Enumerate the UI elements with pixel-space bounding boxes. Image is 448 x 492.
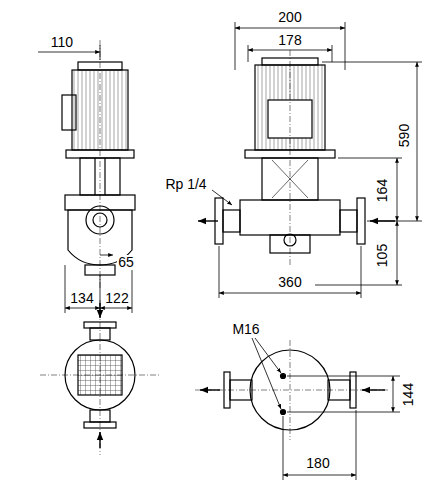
dimension-label: 178	[277, 33, 302, 48]
dimension-label: 360	[277, 275, 302, 290]
dimension-label: 110	[50, 35, 74, 50]
dimension-label: 105	[375, 242, 390, 267]
dimension-label: 590	[397, 122, 412, 147]
dimension-label: 200	[277, 10, 302, 25]
dimension-label: 134	[69, 291, 94, 306]
dimension-label: 122	[104, 291, 129, 306]
dimension-label: 65	[117, 255, 135, 270]
dimension-label: 164	[375, 177, 390, 202]
dimension-label: Rp 1/4	[164, 177, 207, 192]
dimension-label: 144	[401, 381, 416, 406]
dimension-label: 180	[305, 456, 330, 471]
dimension-label: M16	[231, 322, 260, 337]
